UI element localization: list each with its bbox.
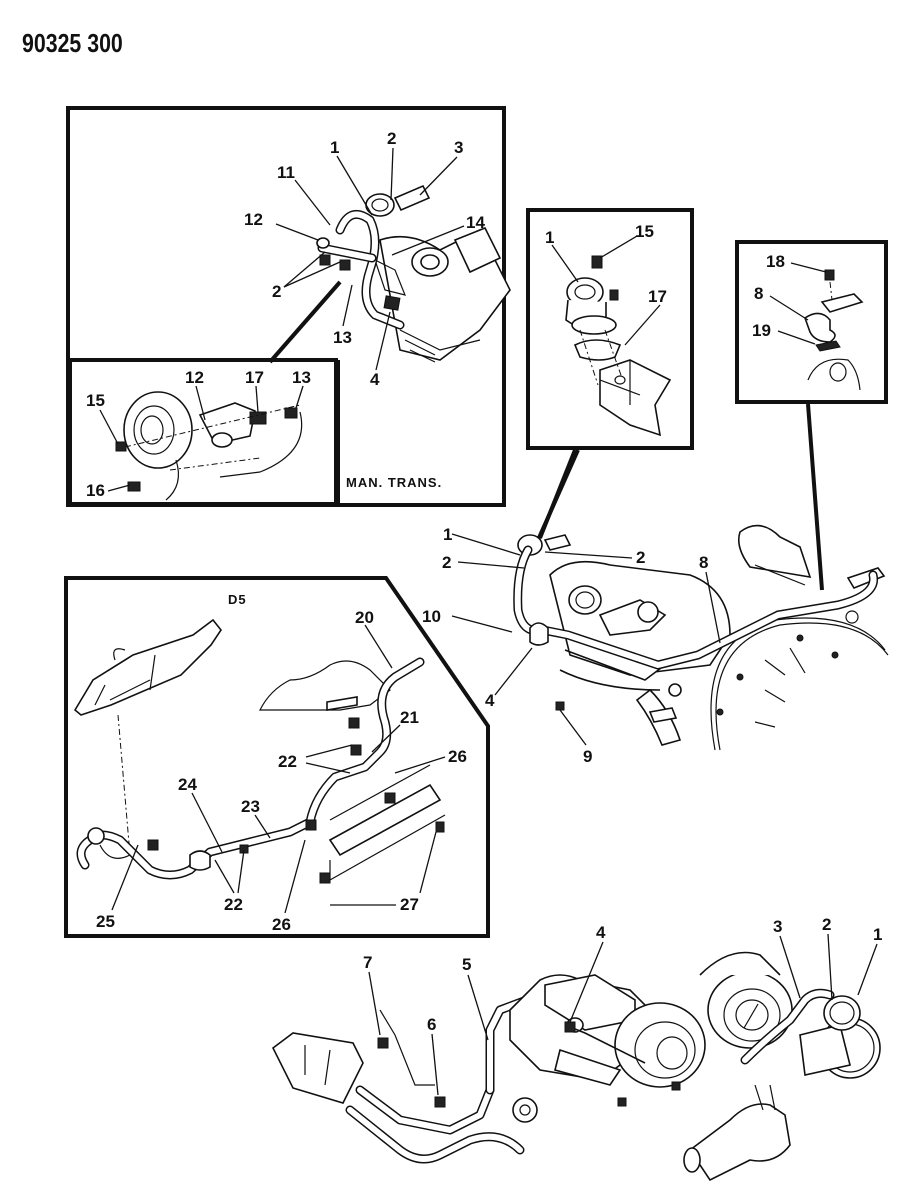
- callout-22-upper: 22: [278, 752, 297, 771]
- d5-frame: [64, 576, 490, 938]
- callout-18: 18: [766, 252, 785, 271]
- egr-valve-assembly-drawing: [365, 184, 511, 363]
- flange-detail-link: [806, 403, 824, 591]
- callout-15-detail: 15: [635, 222, 654, 241]
- callout-26-lower: 26: [272, 915, 291, 934]
- callout-2-main-left: 2: [442, 553, 451, 572]
- flange-detail-callouts: 18 8 19: [752, 252, 827, 345]
- tube-flange-drawing: [804, 269, 864, 391]
- callout-3-bottom: 3: [773, 917, 782, 936]
- callout-24: 24: [178, 775, 197, 794]
- egr-valve-connector: [538, 449, 577, 539]
- callout-4-main: 4: [485, 691, 495, 710]
- d5-callouts: 20 21 22 26 24 23 22 25 26 27: [96, 608, 467, 934]
- callout-2-lower: 2: [272, 282, 281, 301]
- callout-12-inset: 12: [185, 368, 204, 387]
- egr-detail-frame: [526, 208, 694, 450]
- egr-tube-drawing: [316, 209, 405, 330]
- callout-6: 6: [427, 1015, 436, 1034]
- callout-8-main: 8: [699, 553, 708, 572]
- man-trans-callouts: 1 2 3 11 12 14 2 13 4 MAN. TRANS.: [244, 129, 485, 490]
- callout-4: 4: [370, 370, 380, 389]
- d5-panel: D5 20: [64, 576, 490, 938]
- callout-13: 13: [333, 328, 352, 347]
- egr-valve-detail-panel: 1 15 17: [526, 208, 694, 541]
- egr-valve-drawing: [565, 255, 672, 437]
- exhaust-pipe-drawing: [76, 657, 425, 880]
- callout-1-detail: 1: [545, 228, 554, 247]
- callout-1-main: 1: [443, 525, 452, 544]
- callout-14: 14: [466, 213, 485, 232]
- callout-1: 1: [330, 138, 339, 157]
- callout-12: 12: [244, 210, 263, 229]
- callout-8-detail: 8: [754, 284, 763, 303]
- catalytic-converter-drawing: [73, 618, 222, 856]
- main-engine-drawing: [513, 524, 889, 751]
- callout-1-bottom: 1: [873, 925, 882, 944]
- callout-10: 10: [422, 607, 441, 626]
- callout-5: 5: [462, 955, 471, 974]
- main-engine-callouts: 1 2 2 8 10 4 9: [422, 525, 721, 766]
- callout-20: 20: [355, 608, 374, 627]
- bottom-engine-drawing: [271, 951, 881, 1182]
- callout-4-bottom: 4: [596, 923, 606, 942]
- callout-17-inset: 17: [245, 368, 264, 387]
- callout-13-inset: 13: [292, 368, 311, 387]
- flange-detail-frame: [735, 240, 888, 404]
- callout-22-lower: 22: [224, 895, 243, 914]
- callout-15-inset: 15: [86, 391, 105, 410]
- callout-2-main-right: 2: [636, 548, 645, 567]
- egr-detail-callouts: 1 15 17: [545, 222, 667, 346]
- callout-25: 25: [96, 912, 115, 931]
- callout-11: 11: [277, 163, 295, 182]
- callout-16-inset: 16: [86, 481, 105, 500]
- inset-link-line: [268, 280, 342, 364]
- callout-9: 9: [583, 747, 592, 766]
- callout-27: 27: [400, 895, 419, 914]
- callout-2: 2: [387, 129, 396, 148]
- pulley-inset-drawing: [115, 391, 303, 501]
- inset-callouts: 12 17 13 15 16: [86, 368, 311, 500]
- callout-17-detail: 17: [648, 287, 667, 306]
- callout-19: 19: [752, 321, 771, 340]
- callout-3: 3: [454, 138, 463, 157]
- heat-shield-drawing: [305, 764, 446, 884]
- callout-2-bottom: 2: [822, 915, 831, 934]
- callout-7: 7: [363, 953, 372, 972]
- callout-26-upper: 26: [448, 747, 467, 766]
- callout-23: 23: [241, 797, 260, 816]
- tube-flange-detail-panel: 18 8 19: [735, 240, 888, 591]
- man-trans-label: MAN. TRANS.: [346, 475, 442, 490]
- callout-21: 21: [400, 708, 419, 727]
- diagram-number: 90325 300: [22, 28, 123, 58]
- bottom-engine-callouts: 4 3 2 1 7 5 6: [363, 915, 882, 1096]
- d5-label: D5: [228, 592, 247, 607]
- man-trans-panel: 1 2 3 11 12 14 2 13 4 MAN. TRANS.: [66, 106, 511, 507]
